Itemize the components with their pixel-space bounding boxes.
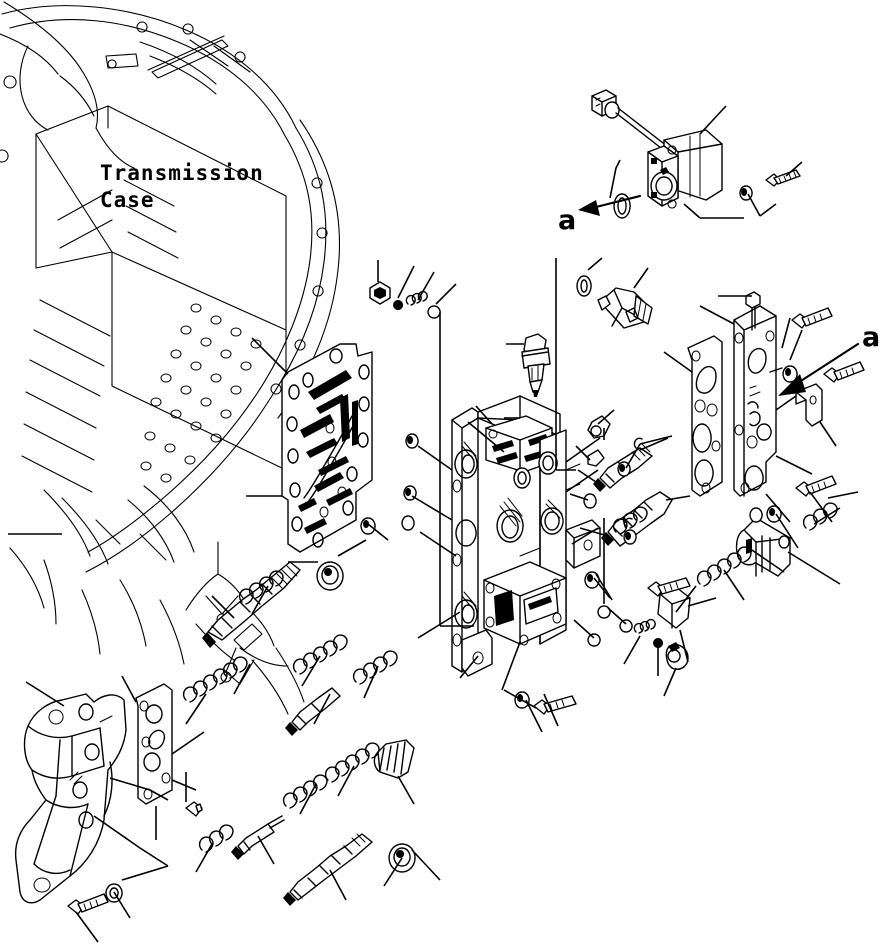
bolt-3: [795, 475, 837, 497]
spring-12: [633, 437, 643, 449]
valve-body-artwork: [451, 395, 601, 677]
spring-3: [292, 634, 348, 675]
leader-lines: [8, 105, 859, 943]
spring-2: [238, 570, 284, 605]
plug-7: [623, 529, 637, 545]
section-mark-a-left: a: [558, 205, 577, 236]
bolt-7: [185, 801, 203, 817]
spool-valve-1: [202, 561, 301, 648]
oring-small-1: [427, 305, 441, 319]
cover-gasket-artwork: [687, 335, 723, 497]
plug-3: [587, 415, 611, 439]
transmission-case-artwork: [0, 1, 341, 715]
washer-4: [360, 517, 376, 535]
plug-4: [587, 449, 605, 467]
steel-ball: [393, 300, 404, 310]
bolt-4: [647, 577, 691, 597]
bolt-2: [823, 361, 865, 383]
spring-4: [352, 650, 398, 685]
spring-6: [324, 742, 380, 783]
oring-small-2: [619, 619, 633, 633]
retainer-1: [316, 561, 344, 591]
plug-6: [583, 493, 597, 509]
pressure-switch-artwork: [517, 333, 551, 429]
solenoid-valve-artwork: [578, 89, 801, 219]
section-mark-a-right: a: [862, 322, 880, 353]
plug-9: [405, 433, 419, 449]
plug-8: [749, 507, 763, 523]
oring-small-3: [587, 633, 601, 647]
spool-valve-4: [283, 833, 373, 906]
bolt-6: [67, 893, 109, 915]
mounting-bracket-artwork: [14, 693, 127, 904]
separator-plate-artwork: [281, 343, 373, 553]
spring-13: [405, 290, 428, 306]
threaded-plug: [373, 739, 415, 779]
plug-2: [584, 571, 600, 589]
spring-14: [633, 618, 656, 634]
pressure-sensor-artwork: [576, 275, 653, 329]
valve-cover-artwork: [733, 291, 860, 497]
spool-spring-artwork: [67, 281, 865, 915]
plug-13: [778, 535, 790, 549]
plug-11: [401, 515, 415, 531]
spring-7: [198, 824, 234, 853]
spring-10: [623, 517, 633, 529]
nut-1: [369, 281, 391, 305]
retainer-2: [388, 843, 416, 873]
bolt-1: [791, 307, 833, 329]
spring-1: [182, 656, 248, 703]
spring-5: [282, 774, 328, 809]
bracket-gasket-artwork: [135, 683, 173, 805]
spring-9: [612, 506, 648, 535]
bolt-5: [533, 695, 577, 715]
transmission-case-label: Transmission Case: [100, 161, 264, 212]
spool-valve-2: [285, 687, 341, 736]
spool-valve-3: [231, 815, 285, 860]
plug-1: [665, 642, 689, 670]
